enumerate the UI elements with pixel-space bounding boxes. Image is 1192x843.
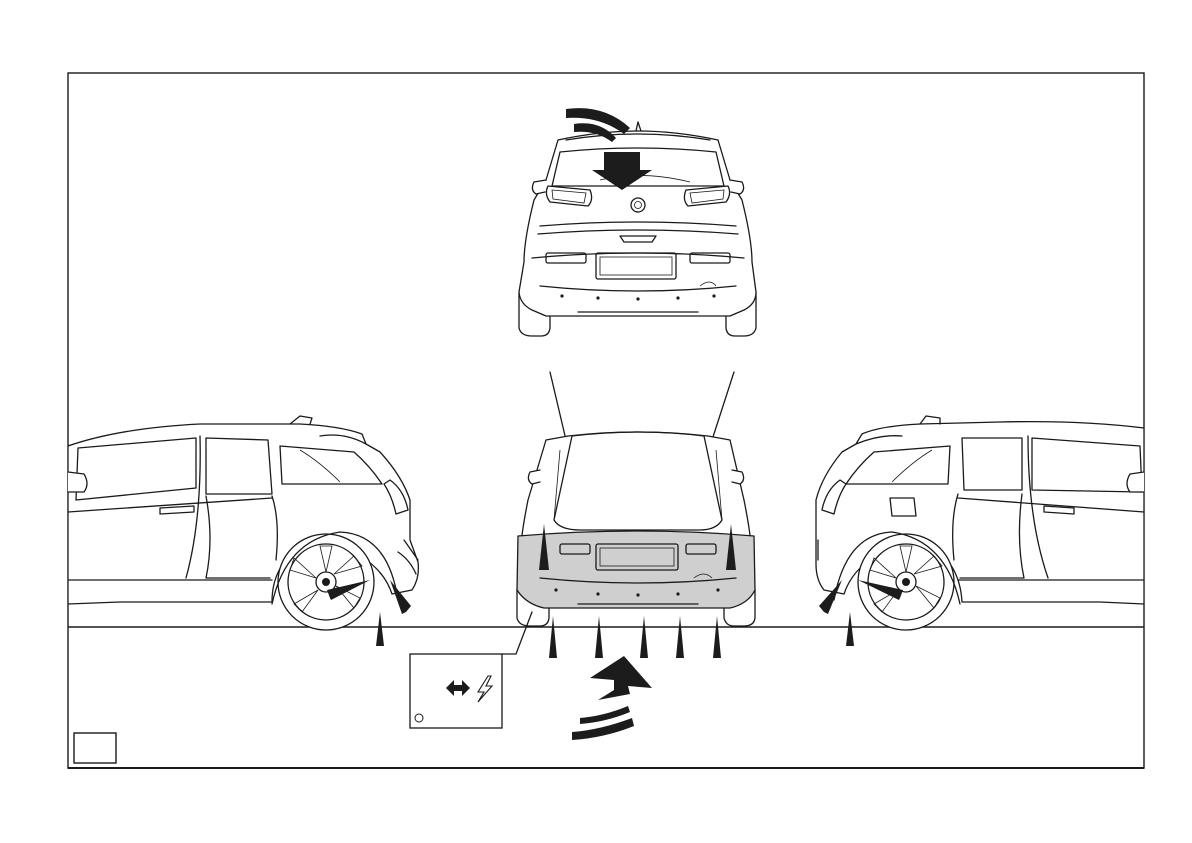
press-up-arrow-icon — [676, 616, 684, 658]
press-up-arrow-icon — [713, 616, 721, 658]
press-up-arrow-icon — [549, 616, 557, 658]
press-up-arrow-icon — [846, 612, 854, 646]
press-up-arrow-icon — [376, 612, 384, 646]
swing-up-arrow-icon — [572, 706, 634, 740]
reference-box — [74, 733, 116, 763]
press-up-arrow-icon — [640, 616, 648, 658]
rear-view-open-tailgate — [502, 372, 755, 654]
right-side-view — [816, 416, 1144, 630]
label-box — [410, 654, 502, 728]
left-side-view — [68, 416, 418, 630]
press-up-arrow-icon — [595, 616, 603, 658]
lift-up-arrow-icon — [590, 656, 652, 700]
